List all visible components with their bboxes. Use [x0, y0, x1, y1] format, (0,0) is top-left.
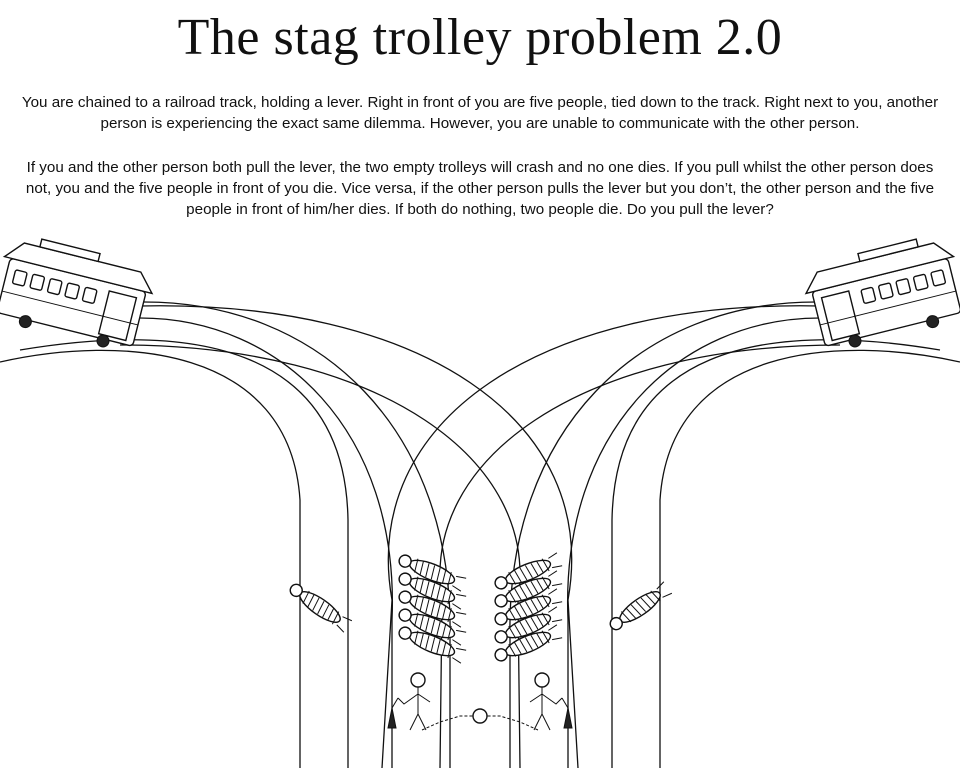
lever-base — [387, 707, 397, 729]
tied-person-right-3 — [494, 588, 563, 626]
tied-person-left-5 — [398, 626, 467, 664]
chain-right — [486, 715, 539, 731]
left-track-outer-rail — [19, 339, 349, 768]
scenario-paragraph: You are chained to a railroad track, hol… — [21, 94, 939, 132]
tied-people-group-right — [494, 552, 563, 662]
rules-paragraph: If you and the other person both pull th… — [25, 159, 935, 218]
tied-person-right-4 — [494, 606, 563, 644]
lever-holders — [387, 672, 573, 731]
right-track-diverted-rail-b — [567, 317, 821, 768]
left-track-inner-rail — [0, 349, 301, 768]
left-track-crossing-rail-b — [119, 344, 521, 768]
railroad-tracks — [0, 301, 960, 768]
left-track-diverted-rail-b — [139, 317, 393, 768]
right-track-crossing-rail-b — [439, 344, 841, 768]
tied-person-left-1 — [398, 554, 467, 592]
page-title: The stag trolley problem 2.0 — [177, 9, 783, 66]
trolleys — [0, 238, 960, 348]
tied-people-group-left — [398, 554, 467, 664]
right-track-inner-rail — [659, 349, 960, 768]
lever-base — [563, 707, 573, 729]
right-track-crossing-rail-a — [381, 305, 821, 768]
trolley-right — [804, 238, 960, 348]
lever-holder-left — [387, 672, 431, 731]
left-track-crossing-rail-a — [139, 305, 579, 768]
trolley-left — [0, 238, 154, 348]
tied-person-right-2 — [494, 570, 563, 608]
lever-holder-right — [529, 672, 573, 731]
tied-person-right-5 — [494, 624, 563, 662]
right-track-outer-rail — [611, 339, 941, 768]
tied-person-left-4 — [398, 608, 467, 646]
tied-person-left-2 — [398, 572, 467, 610]
chain-ball — [472, 708, 488, 724]
single-tied-person-right — [609, 581, 673, 631]
single-tied-people — [289, 581, 673, 633]
chain-left — [421, 715, 474, 731]
single-tied-person-left — [289, 583, 353, 633]
tied-person-right-1 — [494, 552, 563, 590]
tied-person-left-3 — [398, 590, 467, 628]
